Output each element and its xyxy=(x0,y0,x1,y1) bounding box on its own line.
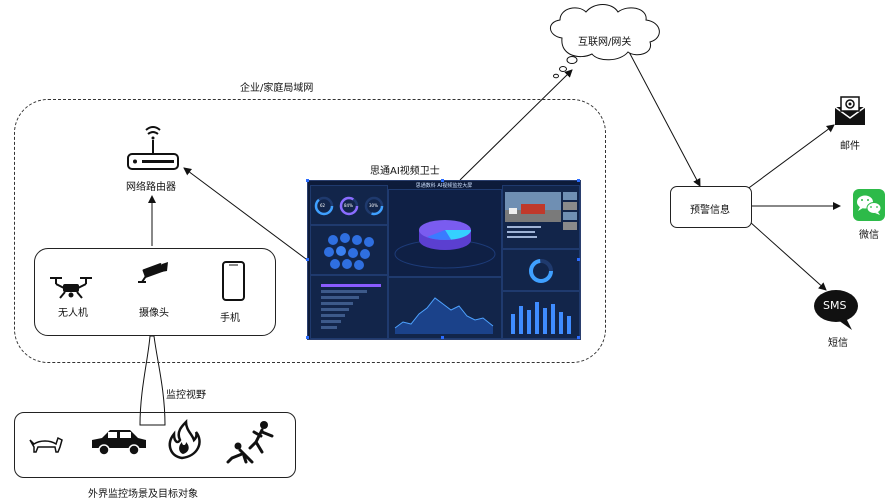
dashboard-to-internet-arrow xyxy=(459,69,573,181)
resize-handle xyxy=(577,258,580,261)
fight-icon xyxy=(226,421,274,464)
alert-to-sms-arrow xyxy=(749,221,827,291)
alert-to-mail-arrow xyxy=(745,124,835,191)
dashboard-panel-pie xyxy=(388,189,502,277)
camera-snapshot xyxy=(505,192,577,238)
alert-label: 预警信息 xyxy=(690,205,730,216)
resize-handle xyxy=(306,258,309,261)
lan-label: 企业/家庭局域网 xyxy=(240,83,314,94)
devices-box xyxy=(34,248,276,336)
resize-handle xyxy=(577,179,580,182)
camera-label: 摄像头 xyxy=(139,308,169,319)
dashboard-screenshot: 思通数科 AI视频监控大屏 62 84% 30% xyxy=(307,180,581,340)
dashboard-to-router-arrow xyxy=(183,167,311,263)
horizontal-bars xyxy=(321,284,381,329)
drone-label: 无人机 xyxy=(58,308,88,319)
fire-icon xyxy=(168,418,201,460)
lan-boundary xyxy=(14,99,606,363)
gauge-2-value: 84% xyxy=(344,203,353,208)
router-label: 网络路由器 xyxy=(126,182,176,193)
dashboard-panel-donut xyxy=(502,249,580,291)
column-chart xyxy=(511,302,571,334)
dashboard-panel-gauges: 62 84% 30% xyxy=(310,185,388,225)
router-icon xyxy=(127,126,179,170)
gauge-3-value: 30% xyxy=(369,203,378,208)
dashboard-header: 思通数科 AI视频监控大屏 xyxy=(415,183,473,189)
dashboard-panel-photo xyxy=(502,185,580,249)
sms-label: 短信 xyxy=(828,338,848,349)
dashboard-panel-bubbles xyxy=(310,225,388,275)
3d-pie-chart xyxy=(394,220,496,269)
sms-bubble-text: SMS xyxy=(823,299,847,312)
cloud-icon xyxy=(550,4,660,79)
car-icon xyxy=(92,430,146,456)
scene-label: 外界监控场景及目标对象 xyxy=(88,489,198,500)
dog-icon xyxy=(29,436,63,453)
gauge-1-value: 62 xyxy=(320,203,326,208)
donut-chart xyxy=(529,259,553,283)
phone-label: 手机 xyxy=(220,313,240,324)
internet-to-alert-arrow xyxy=(627,49,701,187)
dashboard-title: 思通AI视频卫士 xyxy=(370,166,440,177)
gauge-rings xyxy=(314,196,384,216)
resize-handle xyxy=(441,336,444,339)
resize-handle xyxy=(306,336,309,339)
drone-icon xyxy=(50,277,92,299)
scene-box xyxy=(14,412,296,478)
mail-label: 邮件 xyxy=(840,141,860,152)
dashboard-panel-bars xyxy=(310,275,388,339)
mail-icon xyxy=(834,96,866,125)
camera-icon xyxy=(138,262,168,283)
phone-icon xyxy=(222,261,245,301)
wechat-icon xyxy=(853,189,885,221)
alert-box xyxy=(670,186,752,228)
dashboard-panel-columns xyxy=(502,291,580,339)
monitor-view-label: 监控视野 xyxy=(166,390,206,401)
bubble-cluster xyxy=(324,233,374,270)
internet-label: 互联网/网关 xyxy=(578,37,632,48)
resize-handle xyxy=(441,179,444,182)
resize-handle xyxy=(306,179,309,182)
area-chart xyxy=(394,297,494,334)
sms-icon xyxy=(814,290,858,330)
resize-handle xyxy=(577,336,580,339)
wechat-label: 微信 xyxy=(859,230,879,241)
dashboard-panel-area xyxy=(388,277,502,339)
